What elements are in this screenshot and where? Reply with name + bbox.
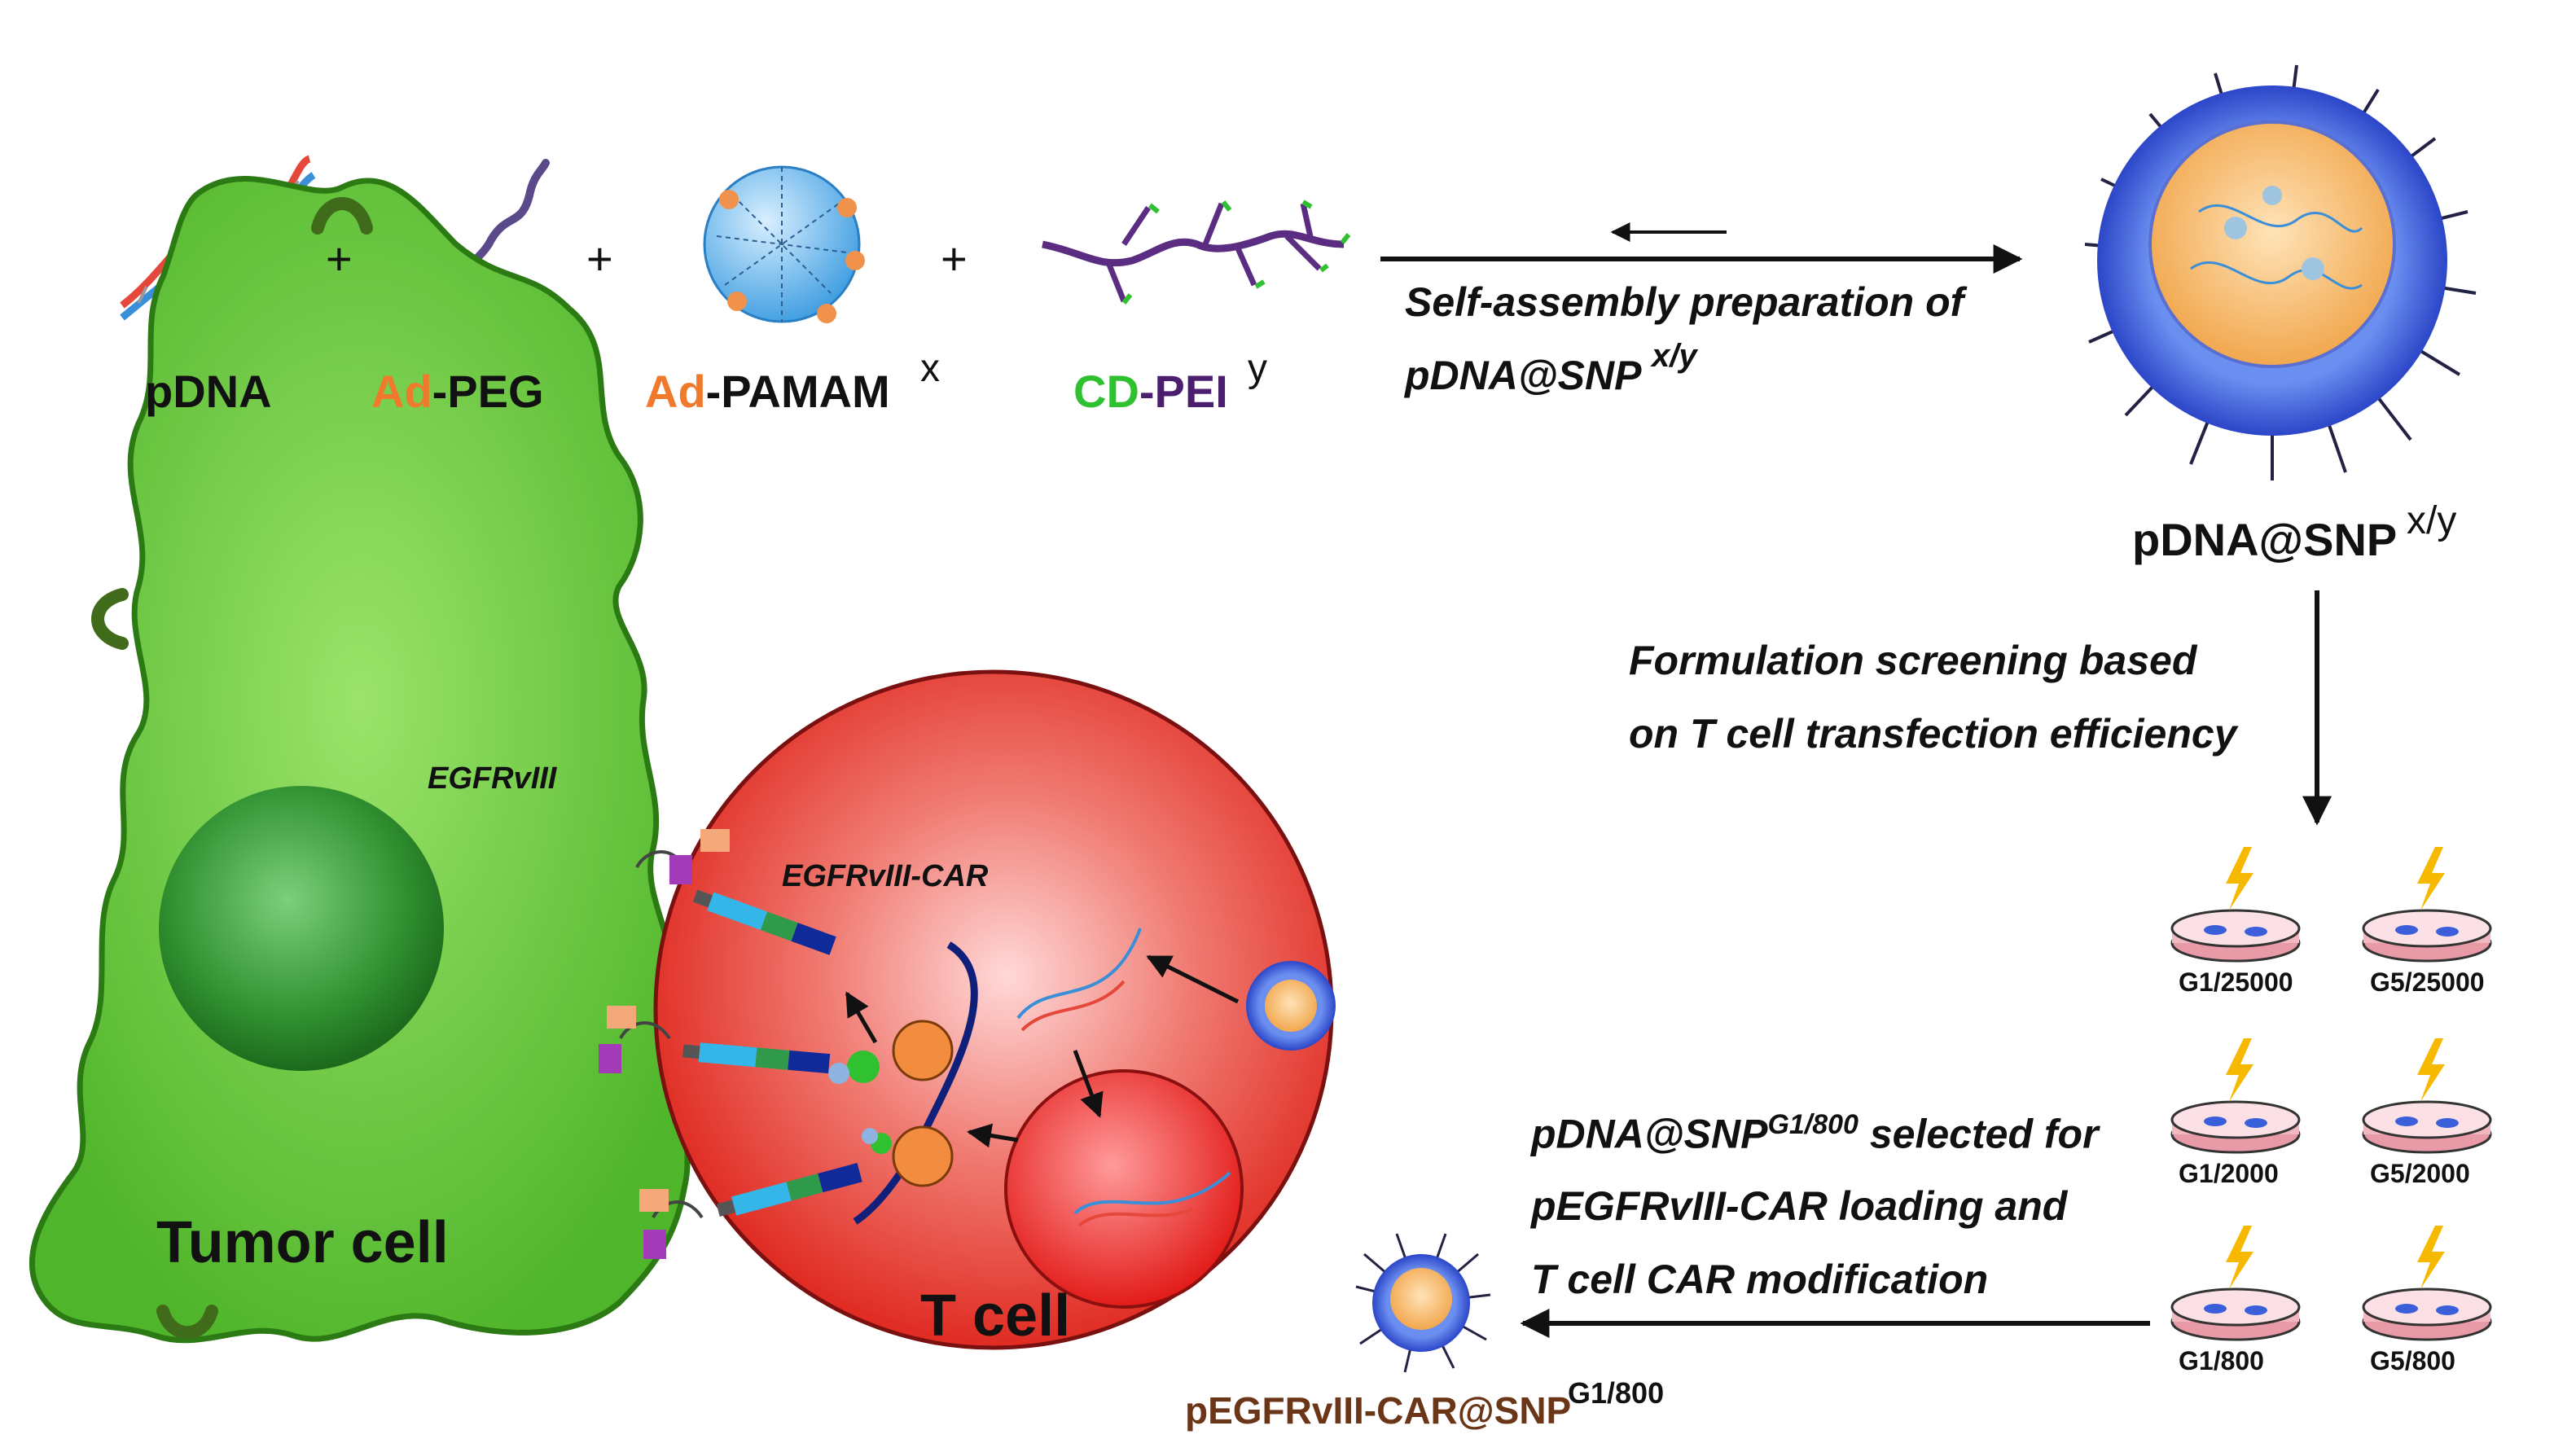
final-label: pEGFRvIII-CAR@SNP [1185,1389,1572,1432]
step2-line1: Formulation screening based [1629,638,2197,683]
plus-sign-2: + [586,233,613,284]
car-receptors [599,829,862,1259]
ad-pamam-prefix: Ad [645,366,706,417]
nanoparticle-icon [2084,64,2477,480]
ad-pamam-suffix: -PAMAM [705,366,890,417]
lightning-icon [2417,1038,2445,1102]
tumor-cell-label: Tumor cell [156,1210,449,1275]
lightning-icon [2417,1226,2445,1289]
plus-sign-1: + [326,233,353,284]
cd-pei-superscript: y [1248,347,1267,390]
step3-line3: T cell CAR modification [1531,1257,1989,1302]
t-cell-label: T cell [920,1283,1071,1349]
ad-pamam-superscript: x [920,347,940,390]
pdna-label: pDNA [145,366,272,417]
step3-line1-a: pDNA@SNP [1531,1111,1768,1157]
lightning-icon [2226,1226,2253,1289]
petri-dish-icon [2362,847,2492,963]
dish-label: G1/2000 [2179,1159,2279,1188]
petri-dish-icon [2170,847,2301,963]
product-superscript: x/y [2407,499,2457,542]
ad-peg-label: Ad-PEG [371,365,544,418]
plus-sign-3: + [941,233,968,284]
pamam-dendrimer-icon [703,165,865,323]
petri-dish-icon [2362,1038,2492,1154]
step3-line1-b: selected for [1858,1111,2099,1157]
cd-pei-label: CD-PEI [1073,365,1228,418]
dish-label: G5/25000 [2370,967,2485,997]
step3-line1: pDNA@SNPG1/800 selected for [1531,1109,2099,1158]
lightning-icon [2226,1038,2253,1102]
dish-grid [2170,847,2492,1341]
mini-nanoparticle-icon [1246,961,1336,1051]
petri-dish-icon [2170,1038,2301,1154]
lightning-icon [2417,847,2445,910]
product-label: pDNA@SNP [2132,514,2398,565]
petri-dish-icon [2362,1226,2492,1341]
dish-label: G5/800 [2370,1346,2455,1375]
dish-label: G1/800 [2179,1346,2264,1375]
ribosome-icon [892,1020,954,1081]
step1-line1: Self-assembly preparation of [1405,279,1964,325]
step1-superscript: x/y [1652,338,1697,374]
step2-line2: on T cell transfection efficiency [1629,711,2237,757]
ad-pamam-label: Ad-PAMAM [645,365,890,418]
final-nanoparticle-icon [1355,1233,1491,1373]
t-cell [653,669,1336,1350]
ad-peg-suffix: -PEG [432,366,544,417]
cd-pei-prefix: CD [1073,366,1139,417]
dish-label: G1/25000 [2179,967,2293,997]
step3-line1-sup: G1/800 [1767,1109,1858,1140]
petri-dish-icon [2170,1226,2301,1341]
final-superscript: G1/800 [1568,1376,1665,1410]
dish-label: G5/2000 [2370,1159,2470,1188]
ad-peg-prefix: Ad [371,366,432,417]
car-label: EGFRvIII-CAR [782,859,989,893]
step1-line2: pDNA@SNP [1405,353,1642,398]
lightning-icon [2226,847,2253,910]
tumor-cell [29,176,691,1344]
pei-polymer-icon [1042,200,1351,305]
step3-line2: pEGFRvIII-CAR loading and [1531,1183,2068,1229]
cd-pei-suffix: -PEI [1139,366,1228,417]
egfrviii-label: EGFRvIII [428,761,557,796]
